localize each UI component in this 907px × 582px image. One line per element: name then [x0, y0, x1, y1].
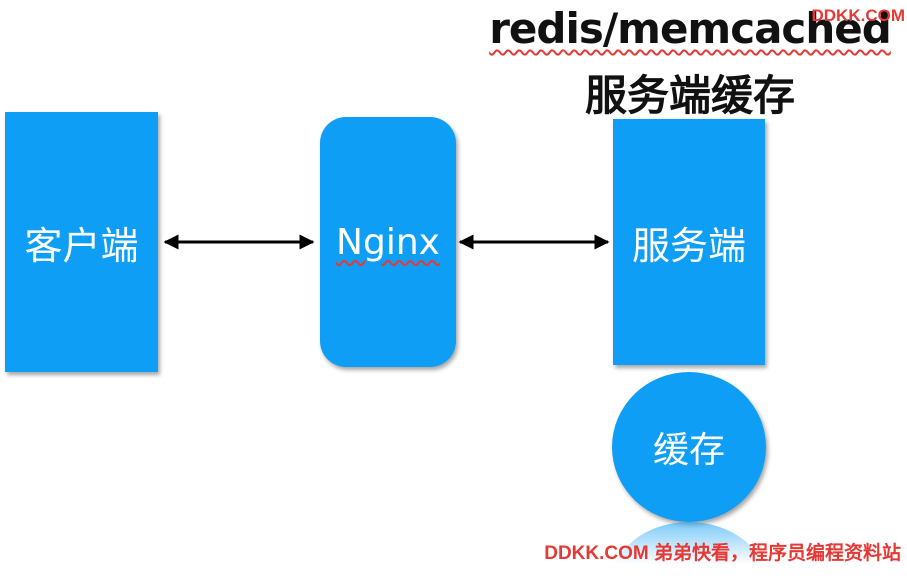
server-node-label: 服务端 — [631, 223, 746, 268]
diagram-title-line1: redis/memcached — [489, 4, 892, 53]
diagram-title-line2: 服务端缓存 — [584, 71, 795, 120]
cache-node-label: 缓存 — [652, 430, 725, 471]
nginx-node-label: Nginx — [336, 221, 440, 263]
cache-node: 缓存 — [612, 372, 766, 522]
connector-arrows — [163, 234, 610, 250]
client-node-label: 客户端 — [24, 223, 139, 268]
client-node: 客户端 — [5, 112, 158, 372]
server-node: 服务端 — [613, 119, 765, 365]
watermark-top: DDKK.COM — [811, 6, 906, 25]
watermark-bottom: DDKK.COM 弟弟快看，程序员编程资料站 — [544, 543, 901, 564]
nginx-node: Nginx — [320, 117, 456, 367]
